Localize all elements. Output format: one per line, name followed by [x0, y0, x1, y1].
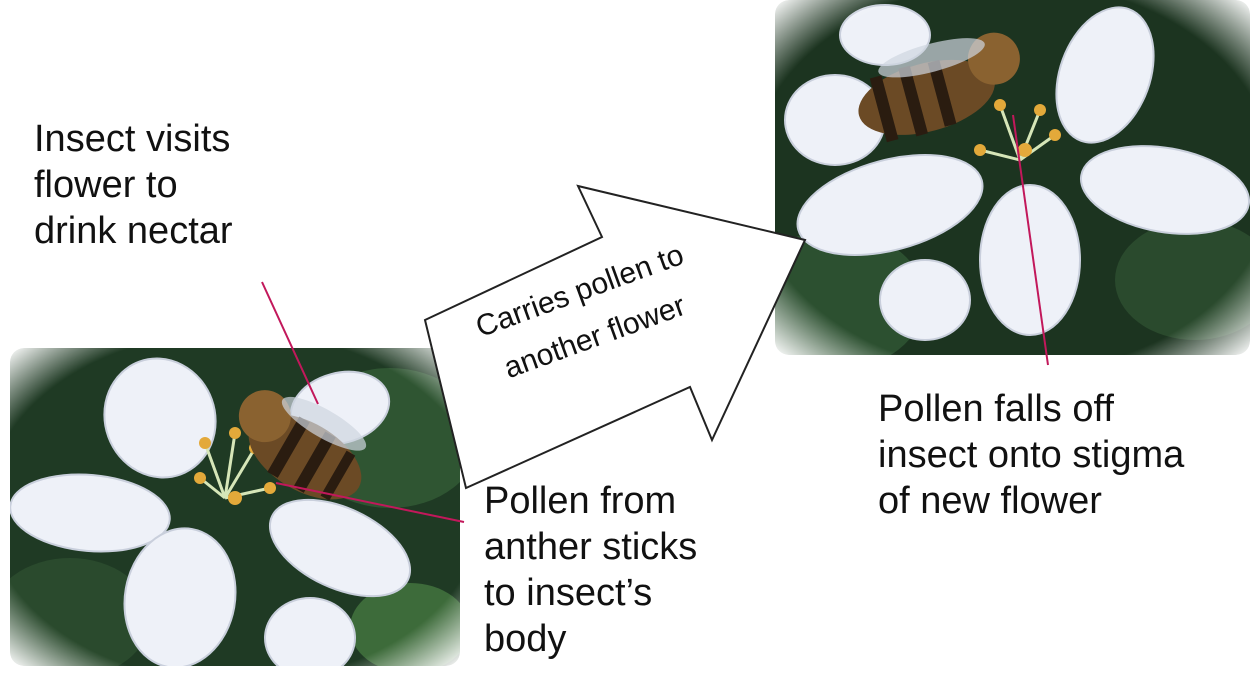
arrow-text-line2: another flower	[500, 289, 690, 385]
bee-on-flower-photo-right	[775, 0, 1250, 355]
label-insect-visits: Insect visits flower to drink nectar	[34, 116, 233, 254]
bee-flower-illustration-left	[10, 348, 460, 666]
carries-pollen-arrow	[425, 186, 805, 488]
arrow-text-line1: Carries pollen to	[471, 238, 688, 344]
label-pollen-falls-off: Pollen falls off insect onto stigma of n…	[878, 386, 1184, 524]
label-pollen-from-anther: Pollen from anther sticks to insect’s bo…	[484, 478, 697, 662]
bee-on-flower-photo-left	[10, 348, 460, 666]
bee-flower-illustration-right	[775, 0, 1250, 355]
